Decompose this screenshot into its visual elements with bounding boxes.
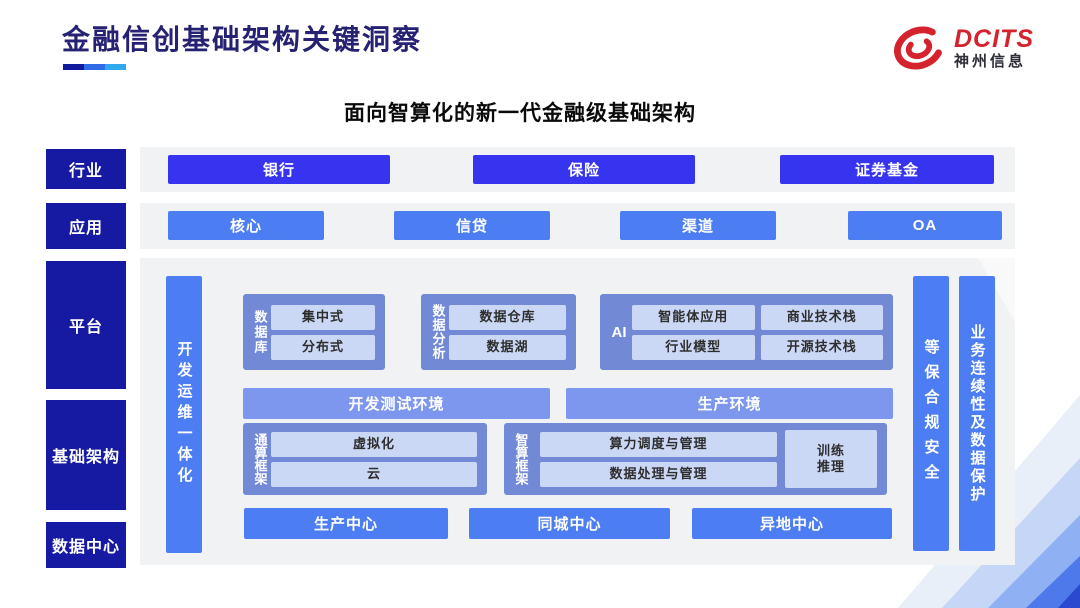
ai-industry-models: 行业模型 [632, 334, 755, 360]
training-inference: 训练 推理 [785, 430, 877, 488]
app-core: 核心 [168, 211, 324, 240]
rail-infrastructure: 基础架构 [46, 400, 126, 510]
app-credit: 信贷 [394, 211, 550, 240]
logo-subbrand-text: 神州信息 [954, 53, 1027, 71]
devtest-environment: 开发测试环境 [243, 388, 550, 419]
page-title: 金融信创基础架构关键洞察 [62, 24, 423, 55]
underline-segment-dark [63, 64, 84, 70]
db-centralized: 集中式 [271, 304, 375, 330]
general-compute-label: 通算框架 [252, 433, 268, 485]
general-compute-group: 通算框架 虚拟化 云 [243, 423, 487, 495]
db-distributed: 分布式 [271, 334, 375, 360]
ai-commercial-stack: 商业技术栈 [760, 304, 883, 330]
database-group-label: 数据库 [252, 309, 268, 355]
security-pillar: 等保合规安全 [913, 276, 949, 551]
rail-datacenter: 数据中心 [46, 522, 126, 568]
diagram-title: 面向智算化的新一代金融级基础架构 [344, 102, 696, 125]
industry-bank: 银行 [168, 155, 390, 184]
devops-pillar: 开发运维一体化 [166, 276, 202, 553]
industry-insurance: 保险 [473, 155, 695, 184]
ai-group-label: AI [611, 323, 627, 341]
ai-agent-apps: 智能体应用 [632, 304, 755, 330]
rail-platform: 平台 [46, 261, 126, 389]
intelligent-compute-label: 智算框架 [513, 433, 529, 485]
app-channel: 渠道 [620, 211, 776, 240]
database-group: 数据库 集中式 分布式 [243, 294, 385, 370]
ai-opensource-stack: 开源技术栈 [760, 334, 883, 360]
ai-group: AI 智能体应用 商业技术栈 行业模型 开源技术栈 [600, 294, 893, 370]
virtualization: 虚拟化 [271, 431, 477, 457]
data-lake: 数据湖 [449, 334, 566, 360]
analytics-group: 数据分析 数据仓库 数据湖 [421, 294, 576, 370]
intelligent-compute-group: 智算框架 算力调度与管理 数据处理与管理 训练 推理 [504, 423, 887, 495]
data-warehouse: 数据仓库 [449, 304, 566, 330]
underline-segment-blue [84, 64, 105, 70]
rail-application: 应用 [46, 203, 126, 249]
title-underline [63, 64, 126, 70]
compute-scheduling: 算力调度与管理 [540, 431, 777, 457]
production-environment: 生产环境 [566, 388, 893, 419]
analytics-group-label: 数据分析 [430, 304, 446, 360]
continuity-pillar: 业务连续性及数据保护 [959, 276, 995, 551]
rail-industry: 行业 [46, 149, 126, 189]
remote-center: 异地中心 [692, 508, 892, 539]
app-oa: OA [848, 211, 1002, 240]
logo-brand-text: DCITS [954, 25, 1034, 53]
dcits-logo: DCITS 神州信息 [890, 18, 1060, 78]
industry-securities: 证券基金 [780, 155, 994, 184]
data-processing: 数据处理与管理 [540, 461, 777, 487]
samecity-center: 同城中心 [469, 508, 670, 539]
underline-segment-cyan [105, 64, 126, 70]
production-center: 生产中心 [244, 508, 448, 539]
cloud: 云 [271, 461, 477, 487]
dcits-swirl-icon [894, 26, 944, 70]
